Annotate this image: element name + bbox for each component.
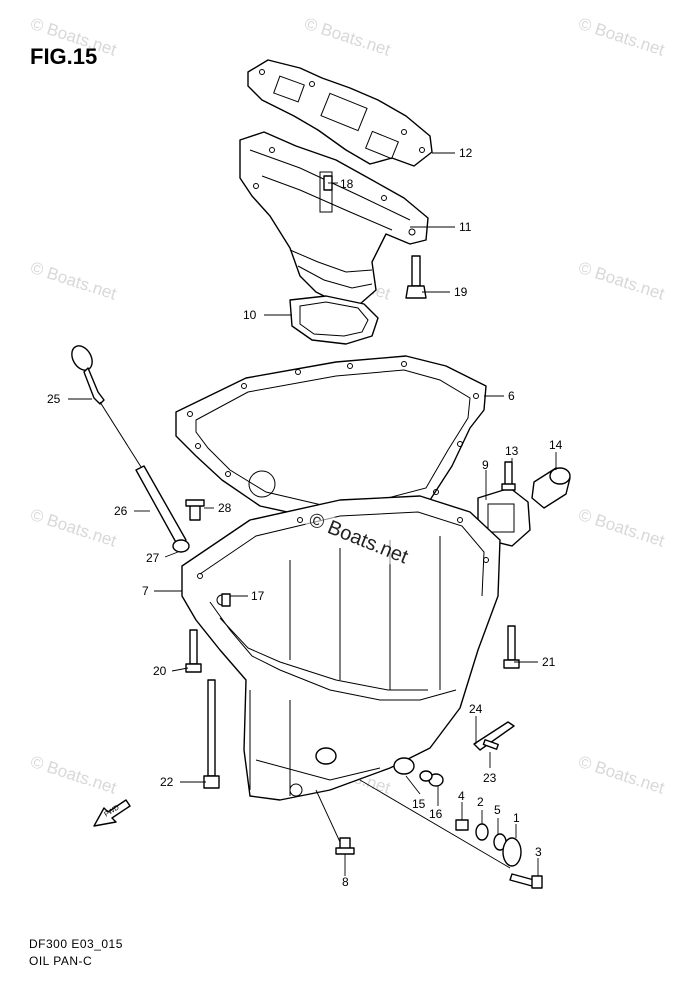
part-2-washer <box>475 823 489 841</box>
callout-7: 7 <box>142 584 149 598</box>
figure-caption: OIL PAN-C <box>29 954 93 968</box>
callout-15: 15 <box>412 797 426 811</box>
callout-27: 27 <box>146 551 160 565</box>
callout-16: 16 <box>429 807 443 821</box>
callout-4: 4 <box>458 789 465 803</box>
callout-9: 9 <box>482 458 489 472</box>
model-code: DF300 E03_015 <box>29 937 123 951</box>
part-21-bolt <box>503 625 520 669</box>
part-1-cover <box>502 837 522 867</box>
callout-28: 28 <box>218 501 232 515</box>
part-26-guide-tube <box>135 465 190 553</box>
callout-6: 6 <box>508 389 515 403</box>
leader-lines <box>68 152 557 876</box>
part-16-washer <box>419 770 444 787</box>
part-10-gasket <box>289 295 379 345</box>
part-13-bolt <box>501 461 516 491</box>
callout-13: 13 <box>505 444 519 458</box>
callout-5: 5 <box>494 803 501 817</box>
part-17-dowel <box>221 593 231 607</box>
part-28-bolt <box>185 499 205 521</box>
part-22-stud <box>203 679 220 789</box>
callout-labels: 12 11 18 19 10 6 9 13 14 25 26 28 27 7 1… <box>47 146 563 889</box>
callout-17: 17 <box>251 589 265 603</box>
callout-8: 8 <box>342 875 349 889</box>
forward-arrow-icon <box>93 799 131 827</box>
callout-22: 22 <box>160 775 174 789</box>
callout-1: 1 <box>513 811 520 825</box>
callout-25: 25 <box>47 392 61 406</box>
part-8-drain-plug <box>335 837 355 855</box>
callout-20: 20 <box>153 664 167 678</box>
callout-12: 12 <box>459 146 473 160</box>
callout-19: 19 <box>454 285 468 299</box>
callout-10: 10 <box>243 308 257 322</box>
part-7-oil-pan <box>181 495 501 801</box>
callout-3: 3 <box>535 845 542 859</box>
part-20-bolt <box>185 629 202 673</box>
part-3-bolt <box>509 873 543 889</box>
callout-2: 2 <box>477 795 484 809</box>
callout-24: 24 <box>469 702 483 716</box>
part-14-sensor <box>531 467 571 509</box>
callout-21: 21 <box>542 655 556 669</box>
callout-14: 14 <box>549 438 563 452</box>
part-23-bolt <box>482 739 499 750</box>
part-4-plug <box>455 819 469 831</box>
callout-26: 26 <box>114 504 128 518</box>
part-25-dipstick <box>71 345 149 479</box>
callout-18: 18 <box>340 177 354 191</box>
callout-23: 23 <box>483 771 497 785</box>
figure-title: FIG.15 <box>30 44 98 69</box>
part-6-gasket <box>175 355 487 521</box>
part-15-plug <box>393 757 415 775</box>
callout-11: 11 <box>459 220 472 234</box>
part-19-bolt <box>405 255 427 299</box>
part-12-gasket <box>247 59 433 167</box>
